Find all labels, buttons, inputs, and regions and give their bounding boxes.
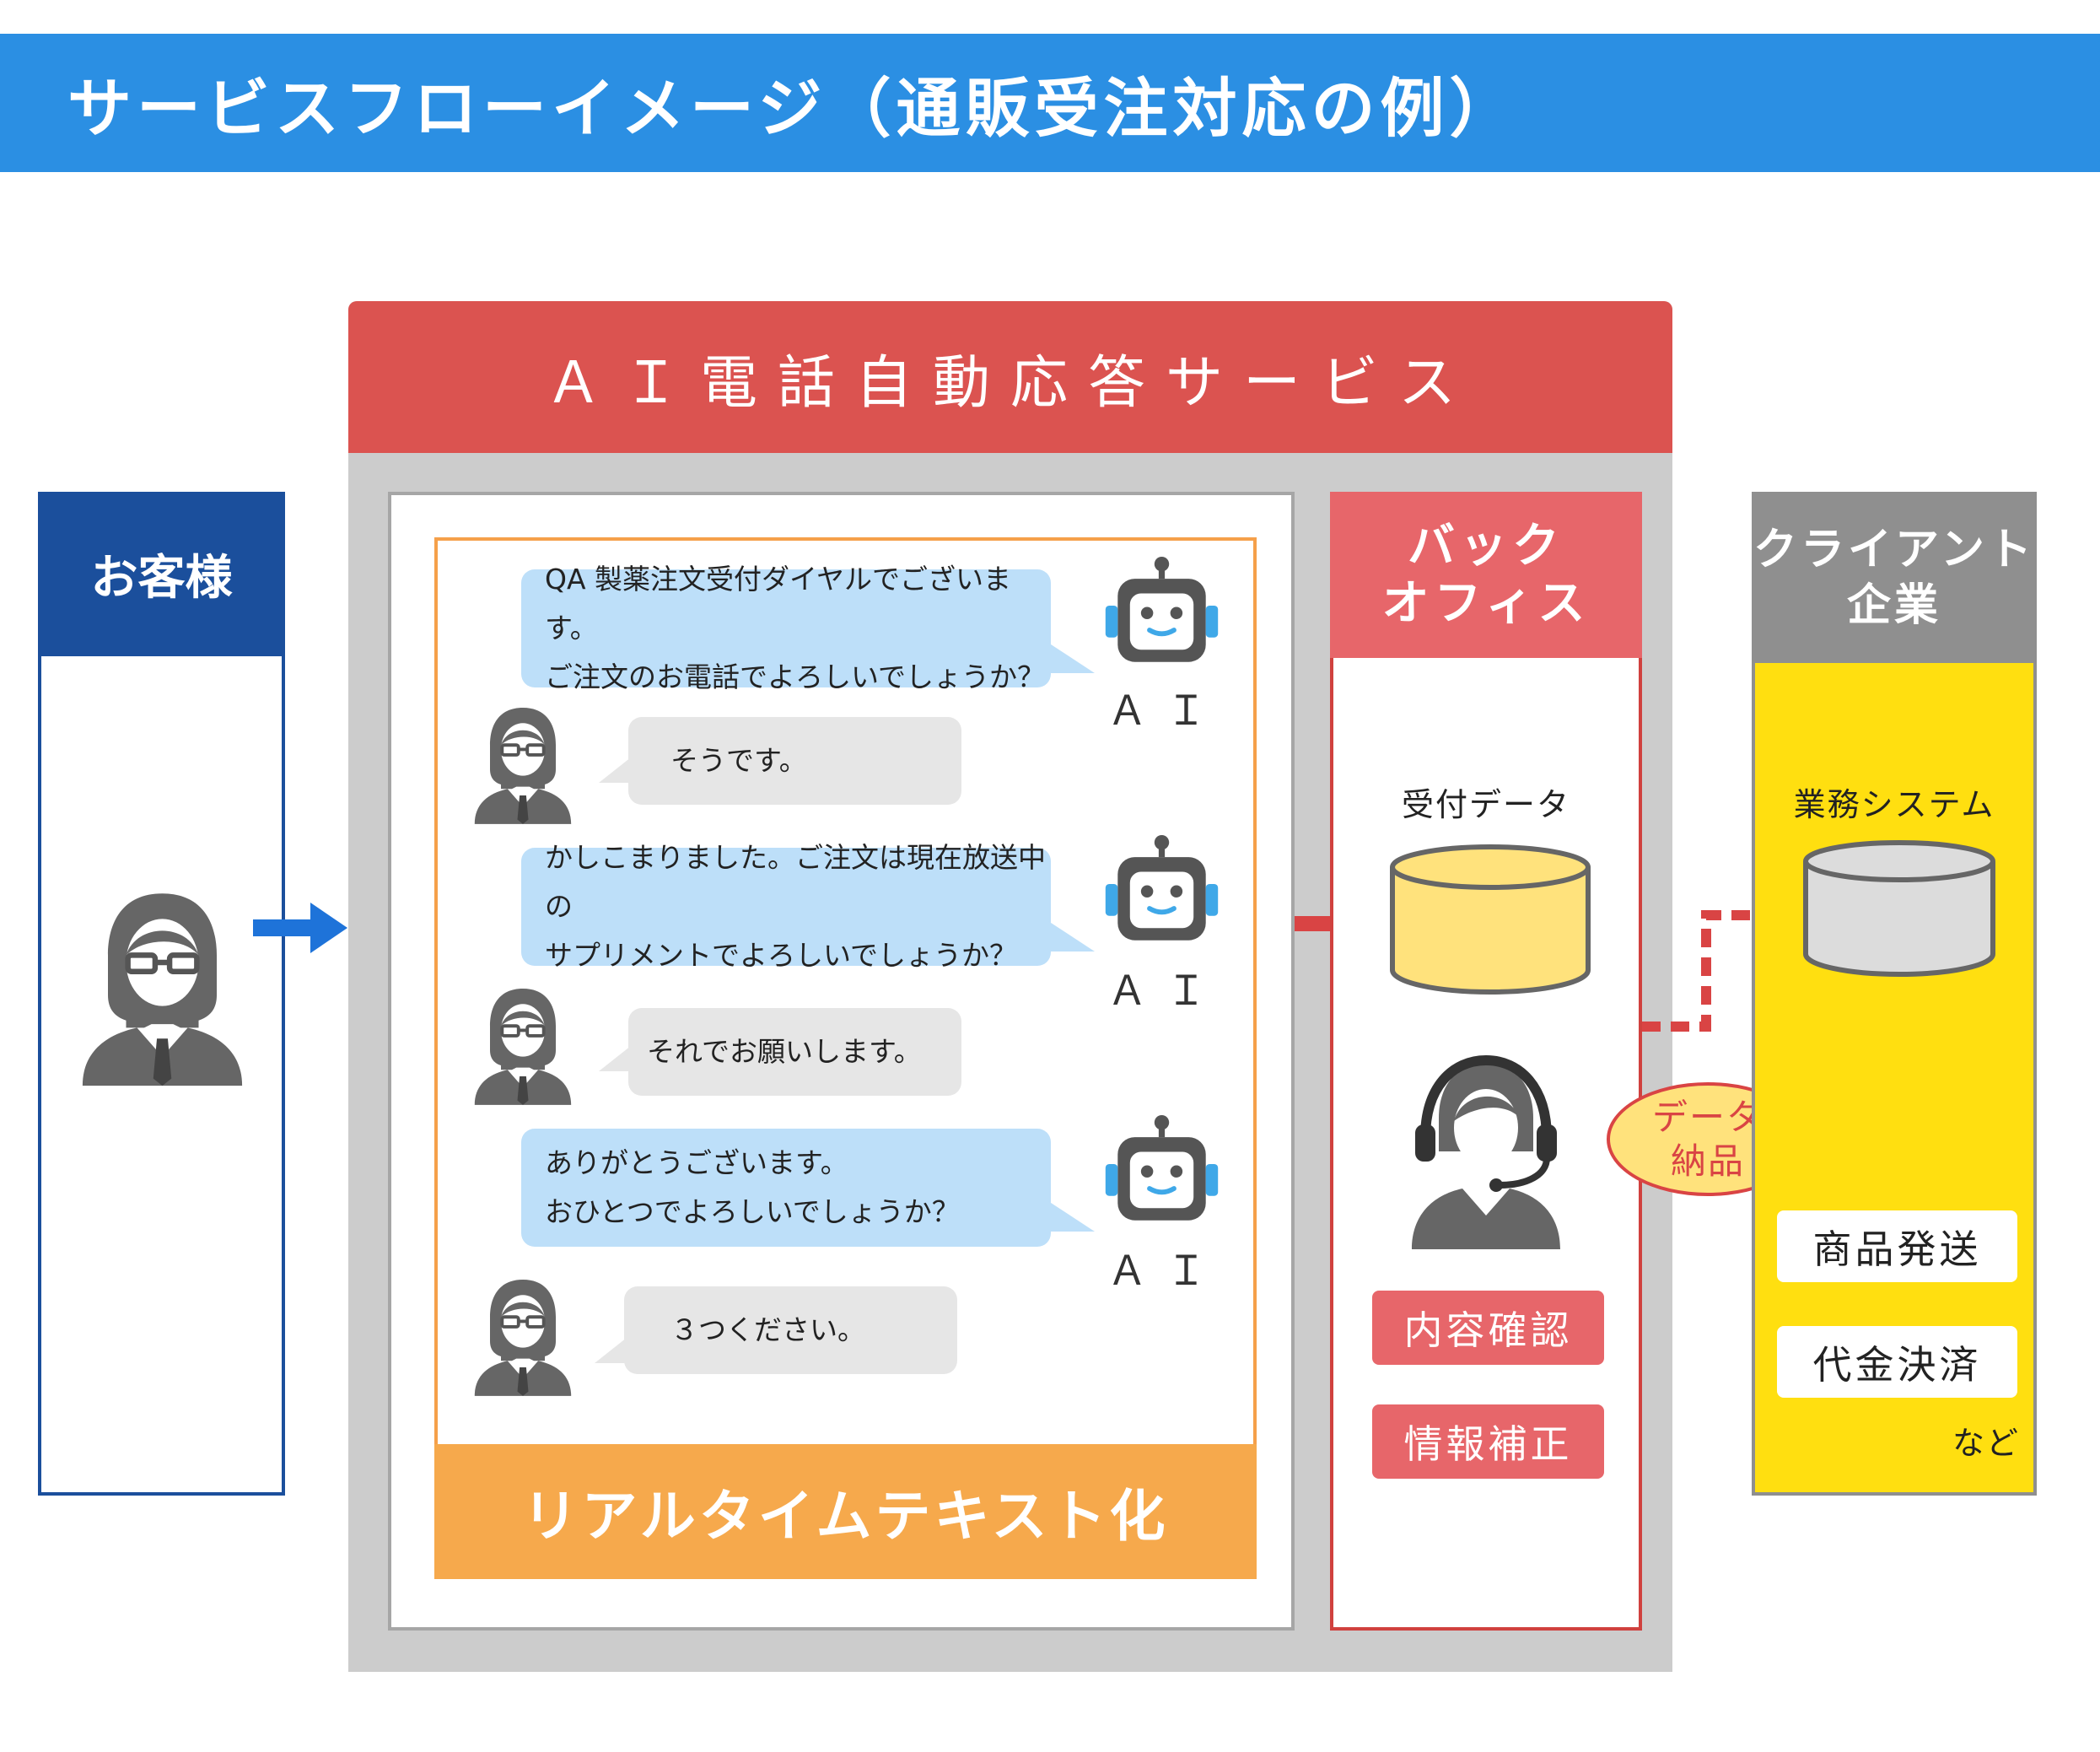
- bubble-text: かしこまりました。ご注文は現在放送中の: [545, 841, 1046, 923]
- bubble-text: それでお願いします。: [647, 1035, 922, 1068]
- bubble-tail: [1046, 1199, 1095, 1232]
- ai-bubble: QA 製薬注文受付ダイヤルでございます。 ご注文のお電話でよろしいでしょうか？: [521, 563, 1051, 693]
- customer-person-icon: [468, 1265, 578, 1407]
- customer-bubble: そうです。: [628, 717, 961, 805]
- bubble-text: ３つください。: [670, 1313, 865, 1346]
- customer-person-icon: [72, 881, 253, 1092]
- ai-label: ＡＩ: [1107, 968, 1225, 1015]
- bubble-text: QA 製薬注文受付ダイヤルでございます。: [545, 563, 1012, 644]
- database-icon: [1803, 840, 1995, 977]
- data-delivery-line: 納品: [1670, 1140, 1745, 1182]
- customer-bubble: それでお願いします。: [628, 1008, 961, 1096]
- ai-bubble: かしこまりました。ご注文は現在放送中の サプリメントでよろしいでしょうか？: [521, 841, 1051, 972]
- bubble-text: サプリメントでよろしいでしょうか？: [545, 939, 1018, 972]
- bubble-text: ありがとうございます。: [545, 1146, 848, 1179]
- etc-label: など: [1952, 1425, 2020, 1462]
- arrow-right-icon: [253, 903, 347, 953]
- ai-service-header: ＡＩ電話自動応答サービス: [348, 301, 1672, 453]
- bubble-tail: [1046, 641, 1095, 673]
- bubble-text: そうです。: [670, 744, 807, 777]
- bubble-text: おひとつでよろしいでしょうか？: [545, 1195, 960, 1228]
- reception-data-label: 受付データ: [1401, 785, 1570, 823]
- customer-person-icon: [468, 974, 578, 1116]
- ai-bubble: ありがとうございます。 おひとつでよろしいでしょうか？: [521, 1129, 1051, 1247]
- client-title-line: クライアント: [1753, 524, 2035, 575]
- header-bar: [0, 34, 2100, 172]
- back-office-title-line: オフィス: [1381, 575, 1591, 631]
- customer-header: お客様: [38, 492, 285, 656]
- info-correction-badge: 情報補正: [1372, 1404, 1604, 1479]
- product-shipping-badge: 商品発送: [1777, 1210, 2017, 1282]
- realtime-text-bar: リアルタイムテキスト化: [434, 1444, 1257, 1579]
- content-check-badge: 内容確認: [1372, 1291, 1604, 1365]
- back-office-title-line: バック: [1408, 518, 1564, 574]
- customer-bubble: ３つください。: [624, 1286, 957, 1374]
- payment-settlement-badge: 代金決済: [1777, 1326, 2017, 1398]
- robot-icon: [1101, 1115, 1223, 1237]
- business-system-label: 業務システム: [1793, 785, 1995, 823]
- database-icon: [1390, 844, 1591, 995]
- client-header: クライアント 企業: [1752, 492, 2037, 663]
- bubble-tail: [1046, 919, 1095, 951]
- page-title: サービスフローイメージ（通販受注対応の例）: [67, 71, 1519, 146]
- client-title-line: 企業: [1846, 580, 1941, 631]
- customer-person-icon: [468, 693, 578, 835]
- robot-icon: [1101, 835, 1223, 957]
- bubble-text: ご注文のお電話でよろしいでしょうか？: [545, 660, 1046, 693]
- ai-label: ＡＩ: [1107, 1248, 1225, 1295]
- robot-icon: [1101, 557, 1223, 679]
- operator-headset-icon: [1402, 1050, 1570, 1253]
- back-office-header: バック オフィス: [1330, 492, 1642, 658]
- ai-label: ＡＩ: [1107, 687, 1225, 735]
- data-delivery-line: データ: [1651, 1096, 1763, 1138]
